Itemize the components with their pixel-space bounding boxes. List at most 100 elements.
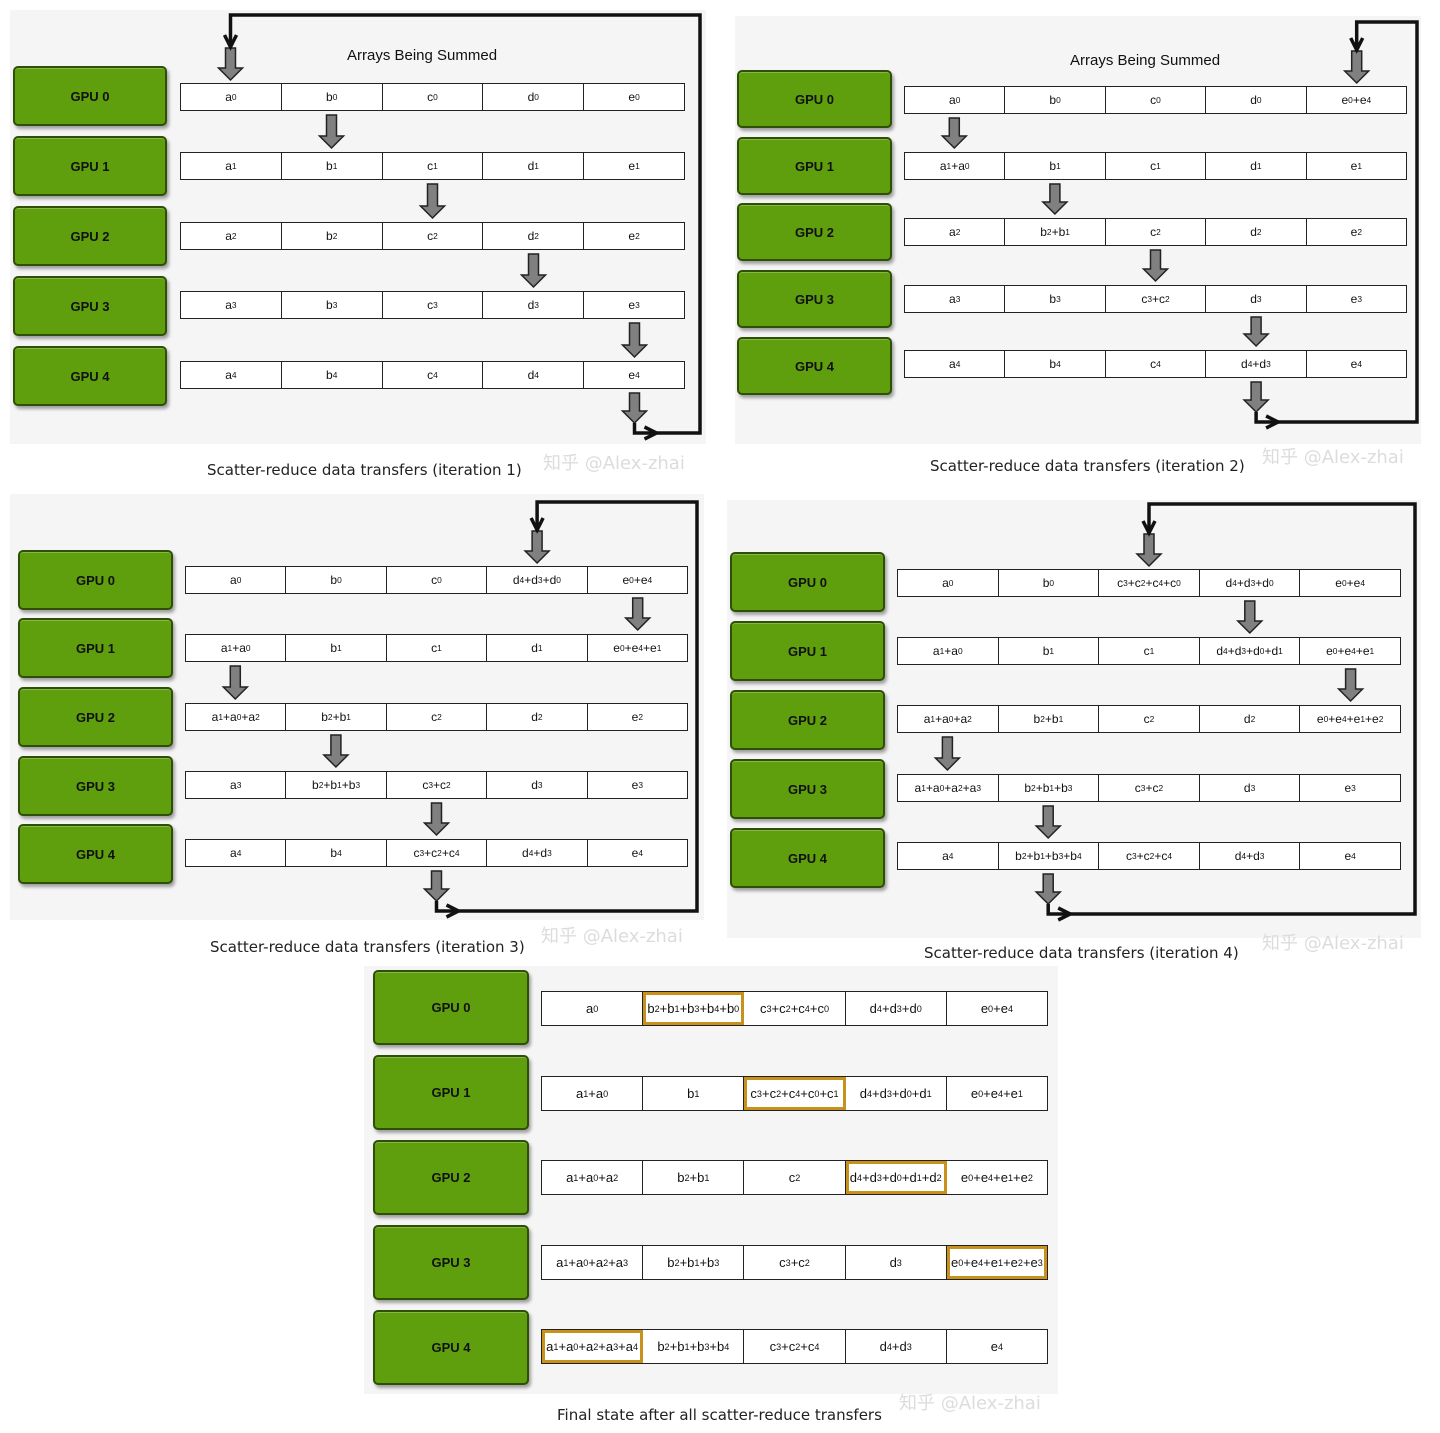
wraparound-head <box>445 903 463 919</box>
gpu-box: GPU 3 <box>730 759 885 819</box>
gpu-box: GPU 2 <box>13 206 167 266</box>
gpu-box: GPU 0 <box>737 70 892 128</box>
wraparound-entry-head <box>222 34 239 51</box>
watermark: 知乎 @Alex-zhai <box>899 1393 1041 1414</box>
wraparound-entry-head <box>1349 37 1365 54</box>
panel-caption: Scatter-reduce data transfers (iteration… <box>930 457 1245 475</box>
gpu-box: GPU 1 <box>13 136 167 196</box>
transfer-arrow <box>1034 873 1063 906</box>
watermark: 知乎 @Alex-zhai <box>1262 933 1404 954</box>
gpu-box: GPU 4 <box>18 824 173 884</box>
gpu-box: GPU 1 <box>737 137 892 195</box>
transfer-arrow <box>418 183 447 220</box>
transfer-arrow <box>940 117 969 150</box>
gpu-box: GPU 2 <box>18 687 173 747</box>
wraparound-head <box>1265 414 1283 430</box>
transfer-arrow <box>1242 316 1270 348</box>
transfer-arrow <box>322 734 350 769</box>
gpu-box: GPU 1 <box>730 621 885 681</box>
transfer-arrow <box>317 114 346 150</box>
transfer-arrow <box>620 322 649 359</box>
transfer-arrow <box>620 392 649 425</box>
transfer-arrow <box>1135 533 1163 568</box>
transfer-arrow <box>1336 668 1365 703</box>
gpu-box: GPU 0 <box>13 66 167 126</box>
gpu-box: GPU 4 <box>373 1310 529 1385</box>
wraparound-line <box>228 13 702 435</box>
gpu-box: GPU 4 <box>730 828 885 888</box>
watermark: 知乎 @Alex-zhai <box>541 926 683 947</box>
arrays-title: Arrays Being Summed <box>347 47 498 64</box>
gpu-box: GPU 2 <box>737 203 892 261</box>
gpu-box: GPU 0 <box>18 550 173 610</box>
gpu-box: GPU 0 <box>730 552 885 612</box>
wraparound-entry-head <box>1141 520 1157 537</box>
transfer-arrow <box>216 47 245 82</box>
transfer-arrow <box>519 253 548 289</box>
